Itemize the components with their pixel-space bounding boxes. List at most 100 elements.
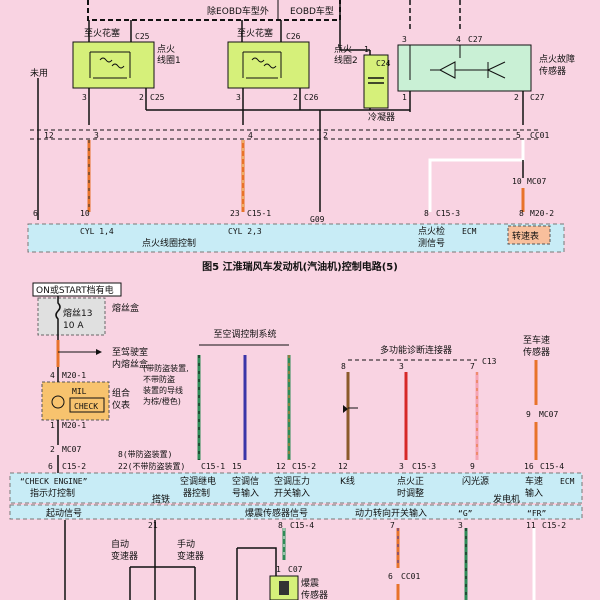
- transmission-wires: [129, 566, 196, 600]
- cc01-code: CC01: [530, 131, 549, 140]
- mc07-code: MC07: [527, 177, 546, 186]
- c152-code: C15-2: [62, 462, 86, 471]
- ac-relay-1: 空调继电: [180, 475, 216, 487]
- auto-trans-1: 自动: [111, 538, 129, 550]
- ecm-pin3b: 3: [399, 462, 404, 471]
- m20b-code: M20-1: [62, 421, 86, 430]
- ecm-detect-1: 点火检: [418, 225, 445, 237]
- k-line-arrow-icon: [343, 405, 348, 413]
- ecm-c153: C15-3: [436, 209, 460, 218]
- coil-1-name-2: 线圈1: [157, 54, 181, 66]
- tacho-pin8: 8: [519, 209, 524, 218]
- coil-2-name-2: 线圈2: [334, 54, 358, 66]
- mil-label: MIL: [72, 387, 87, 396]
- lamp-ctrl-label: 指示灯控制: [30, 487, 75, 499]
- sensor-internal: [409, 45, 506, 80]
- coil-1-pin-c: C25: [150, 93, 165, 102]
- pin21: 21: [148, 521, 158, 530]
- cc01-pin12: 12: [44, 131, 54, 140]
- pin8-knock: 8: [278, 521, 283, 530]
- without-ats-label: 22(不带防盗装置): [118, 461, 185, 471]
- coil-1-pin3: 3: [82, 93, 87, 102]
- cc01-pin2: 2: [323, 131, 328, 140]
- pin11-gen: 11: [526, 521, 536, 530]
- ac-pressure-2: 开关输入: [274, 487, 310, 499]
- mil-lamp-icon: [51, 395, 65, 409]
- to-cab-2: 内熔丝盒: [112, 358, 148, 370]
- sensor-label-2: 传感器: [539, 65, 566, 77]
- coil-2-pin2: 2: [293, 93, 298, 102]
- ecm-pin16: 16: [524, 462, 534, 471]
- knock-sensor-element-icon: [279, 581, 289, 595]
- coil-2-pin-code: C26: [286, 32, 301, 41]
- cluster-box: [41, 381, 110, 421]
- cc01b-code: CC01: [401, 572, 420, 581]
- fuse-label: 熔丝13: [63, 307, 92, 319]
- ignition-coil-1: 至火花塞 C25 点火 线圈1 3 2 C25: [72, 20, 181, 125]
- gen-g-label: “G”: [458, 509, 472, 518]
- man-trans-1: 手动: [177, 538, 195, 550]
- c07-pin: 1: [276, 565, 281, 574]
- ecm-bottom-box: [9, 472, 583, 504]
- fusebox: [37, 297, 106, 336]
- capacitor-label: 冷凝器: [368, 111, 395, 123]
- diag-pin8: 8: [341, 362, 346, 371]
- knock-sensor-2: 传感器: [301, 589, 328, 600]
- ecm-pin10: 10: [80, 209, 90, 218]
- ecm-pin23: 23: [230, 209, 240, 218]
- coil-1-pin-code: C25: [135, 32, 150, 41]
- flash-label: 闪光源: [462, 475, 489, 487]
- coil-2-pin-c: C26: [304, 93, 319, 102]
- sensor-code: C27: [468, 35, 483, 44]
- with-ats-label: 8(带防盗装置): [118, 449, 172, 459]
- eobd-note: 除EOBD车型外 EOBD车型: [87, 0, 341, 21]
- c13-code: C13: [482, 357, 497, 366]
- speed-in-2: 输入: [525, 487, 543, 499]
- sensor-pin-c: C27: [530, 93, 545, 102]
- coil-power-wire: [339, 0, 370, 51]
- coil-2-spark-label: 至火花塞: [237, 27, 273, 39]
- check-box: [69, 397, 105, 413]
- mc07b-pin: 2: [50, 445, 55, 454]
- to-cab-1: 至驾驶室: [112, 346, 148, 358]
- sensor-top-wires: [409, 0, 461, 30]
- ecm-pin6: 6: [33, 209, 38, 218]
- except-eobd-label: 除EOBD车型外: [207, 5, 269, 17]
- ac-relay-2: 器控制: [183, 487, 210, 499]
- m20-pin: 4: [50, 371, 55, 380]
- cc01-pin3: 3: [94, 131, 99, 140]
- ground-bus: [146, 108, 410, 111]
- coil-1-winding: [89, 51, 131, 79]
- speed-label-1: 至车速: [523, 334, 550, 346]
- auto-trans-2: 变速器: [111, 550, 138, 562]
- figure-caption: 图5 江淮瑞风车发动机(汽油机)控制电路(5): [202, 260, 398, 273]
- c152b-code: C15-2: [292, 462, 316, 471]
- mc07-pin: 10: [512, 177, 522, 186]
- mc07c-code: MC07: [539, 410, 558, 419]
- note-3: 装置的导线: [143, 385, 183, 395]
- fuse-rating: 10 A: [63, 321, 84, 331]
- cc01-pin4: 4: [248, 131, 253, 140]
- m20-code: M20-1: [62, 371, 86, 380]
- coil-1-pin2: 2: [139, 93, 144, 102]
- kline-label: K线: [340, 475, 355, 487]
- fusebox-label: 熔丝盒: [112, 302, 139, 314]
- ecm-bottom-label: ECM: [560, 477, 575, 486]
- ac-system-label: 至空调控制系统: [213, 328, 276, 340]
- note-4: 为棕/橙色): [143, 396, 181, 406]
- ecm-pin12: 12: [276, 462, 286, 471]
- sensor-pin3: 3: [402, 35, 407, 44]
- cluster-label-2: 仪表: [112, 399, 130, 411]
- tacho-m202: M20-2: [530, 209, 554, 218]
- gen-fr-label: “FR”: [527, 509, 546, 518]
- diag-label: 多功能诊断连接器: [380, 344, 452, 356]
- ecm-pin15: 15: [232, 462, 242, 471]
- eobd-label: EOBD车型: [290, 5, 334, 17]
- ecm-pin12k: 12: [338, 462, 348, 471]
- cc01-pin5: 5: [516, 131, 521, 140]
- unused-label: 未用: [30, 67, 48, 79]
- g09-label: G09: [310, 215, 325, 224]
- ecm-top-label: ECM: [462, 227, 477, 236]
- ecm-pin8: 8: [424, 209, 429, 218]
- c154b-code: C15-4: [290, 521, 314, 530]
